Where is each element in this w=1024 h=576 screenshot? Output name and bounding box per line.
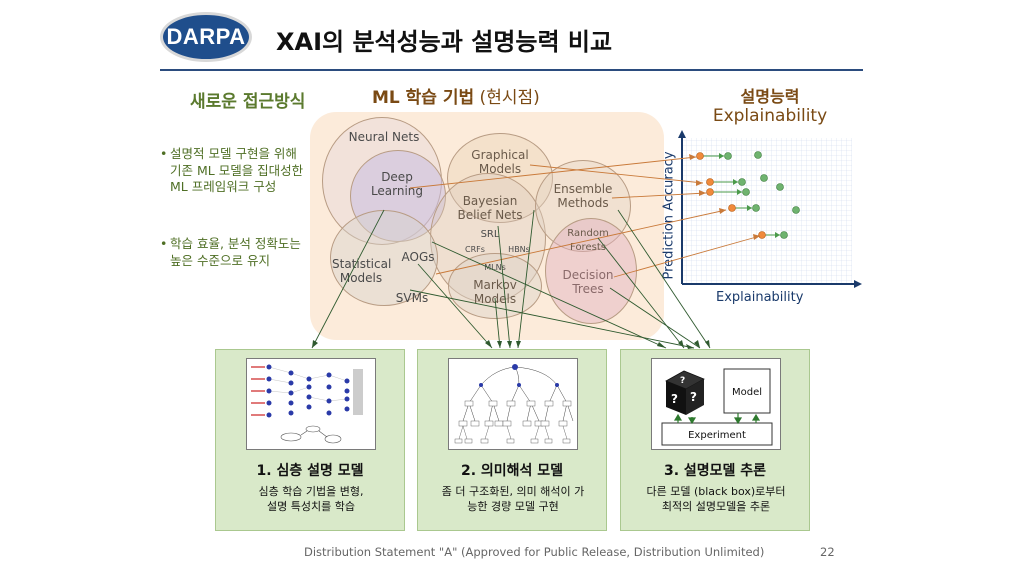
label-srl: SRL	[480, 229, 500, 240]
neural-network-icon	[251, 364, 363, 444]
label-svms: SVMs	[395, 291, 429, 305]
right-heading-en: Explainability	[712, 106, 828, 126]
panel-deep-explanation: 1. 심층 설명 모델 심층 학습 기법을 변형, 설명 특성치를 학습	[215, 349, 405, 531]
panel-3-desc-line-1: 다른 모델 (black box)로부터	[646, 485, 786, 498]
panel-2-desc-line-2: 능한 경량 모델 구현	[467, 500, 559, 513]
markov-models-circle	[448, 253, 542, 319]
panel-1-desc-line-2: 설명 특성치를 학습	[267, 500, 355, 513]
bullet-item-2: • 학습 효율, 분석 정확도는 높은 수준으로 유지	[160, 236, 308, 269]
accuracy-point	[696, 152, 704, 160]
label-hbns: HBNs	[508, 245, 530, 254]
x-axis-arrow	[854, 280, 862, 288]
question-mark-left: ?	[671, 392, 678, 406]
panel-2-description: 좀 더 구조화된, 의미 해석이 가 능한 경량 모델 구현	[426, 484, 600, 514]
panel-3-desc-line-2: 최적의 설명모델을 추론	[661, 500, 771, 513]
bullet-text-2: 학습 효율, 분석 정확도는 높은 수준으로 유지	[170, 236, 301, 268]
distribution-statement: Distribution Statement "A" (Approved for…	[304, 545, 765, 559]
panel-1-description: 심층 학습 기법을 변형, 설명 특성치를 학습	[224, 484, 398, 514]
black-box-icon: ? ? ? Model Experiment	[661, 368, 773, 446]
middle-heading-rest: (현시점)	[474, 88, 540, 108]
accuracy-point	[758, 231, 766, 239]
page-title: XAI의 분석성능과 설명능력 비교	[276, 28, 613, 56]
label-random-forests: Random Forests	[567, 228, 609, 253]
explainability-point	[792, 206, 800, 214]
explainability-point	[754, 151, 762, 159]
accuracy-point	[706, 178, 714, 186]
accuracy-point	[728, 204, 736, 212]
explainability-point	[738, 178, 746, 186]
explainability-point	[780, 231, 788, 239]
y-axis-arrow	[678, 130, 686, 138]
label-bayesian-belief-nets: Bayesian Belief Nets	[457, 194, 523, 222]
accuracy-point	[706, 188, 714, 196]
bullet-mark: •	[160, 146, 168, 161]
model-induction-diagram: ? ? ? Model Experiment	[651, 358, 781, 450]
question-mark-top: ?	[680, 376, 685, 386]
panel-1-title: 1. 심층 설명 모델	[256, 463, 364, 479]
model-box	[723, 368, 771, 414]
explainability-point	[742, 188, 750, 196]
tree-icon	[454, 364, 574, 444]
title-divider	[160, 69, 863, 71]
label-crfs: CRFs	[465, 245, 485, 254]
label-decision-trees: Decision Trees	[562, 268, 614, 296]
plot-grid	[682, 138, 852, 284]
panel-model-induction: ? ? ? Model Experiment 3. 설명모델 추론 다른 모델 …	[620, 349, 810, 531]
panel-3-description: 다른 모델 (black box)로부터 최적의 설명모델을 추론	[629, 484, 803, 514]
tree-model-diagram	[448, 358, 578, 450]
panel-3-title: 3. 설명모델 추론	[663, 463, 767, 479]
bullet-item-1: • 설명적 모델 구현을 위해 기존 ML 모델을 집대성한 ML 프레임워크 …	[160, 146, 308, 196]
x-axis-label: Explainability	[716, 290, 804, 305]
model-label: Model	[732, 387, 762, 398]
label-neural-nets: Neural Nets	[348, 130, 420, 144]
explainability-point	[760, 174, 768, 182]
page-number: 22	[820, 545, 835, 559]
panel-2-title: 2. 의미해석 모델	[460, 463, 564, 479]
experiment-label: Experiment	[688, 430, 746, 441]
explainability-plot	[678, 130, 862, 288]
explainability-point	[752, 204, 760, 212]
deep-network-diagram	[246, 358, 376, 450]
bullet-text-1: 설명적 모델 구현을 위해 기존 ML 모델을 집대성한 ML 프레임워크 구성	[170, 146, 304, 194]
panel-interpretable-models: 2. 의미해석 모델 좀 더 구조화된, 의미 해석이 가 능한 경량 모델 구…	[417, 349, 607, 531]
middle-heading-bold: ML 학습 기법	[372, 88, 475, 108]
middle-heading: ML 학습 기법 (현시점)	[372, 83, 540, 108]
explainability-point	[724, 152, 732, 160]
experiment-box	[661, 422, 773, 446]
panel-2-desc-line-1: 좀 더 구조화된, 의미 해석이 가	[441, 485, 585, 498]
right-heading-ko: 설명능력	[740, 87, 800, 106]
panel-1-desc-line-1: 심층 학습 기법을 변형,	[258, 485, 364, 498]
bullet-mark: •	[160, 236, 168, 251]
logo-text: DARPA	[166, 24, 246, 49]
label-aogs: AOGs	[401, 250, 435, 264]
label-ensemble-methods: Ensemble Methods	[553, 182, 613, 210]
question-mark-right: ?	[690, 390, 697, 404]
label-graphical-models: Graphical Models	[471, 148, 529, 176]
label-mlns: MLNs	[484, 263, 506, 272]
point-pairs	[696, 151, 800, 239]
darpa-logo: DARPA	[160, 12, 252, 62]
explainability-point	[776, 183, 784, 191]
label-deep-learning: Deep Learning	[370, 170, 424, 198]
left-heading: 새로운 접근방식	[190, 92, 306, 112]
